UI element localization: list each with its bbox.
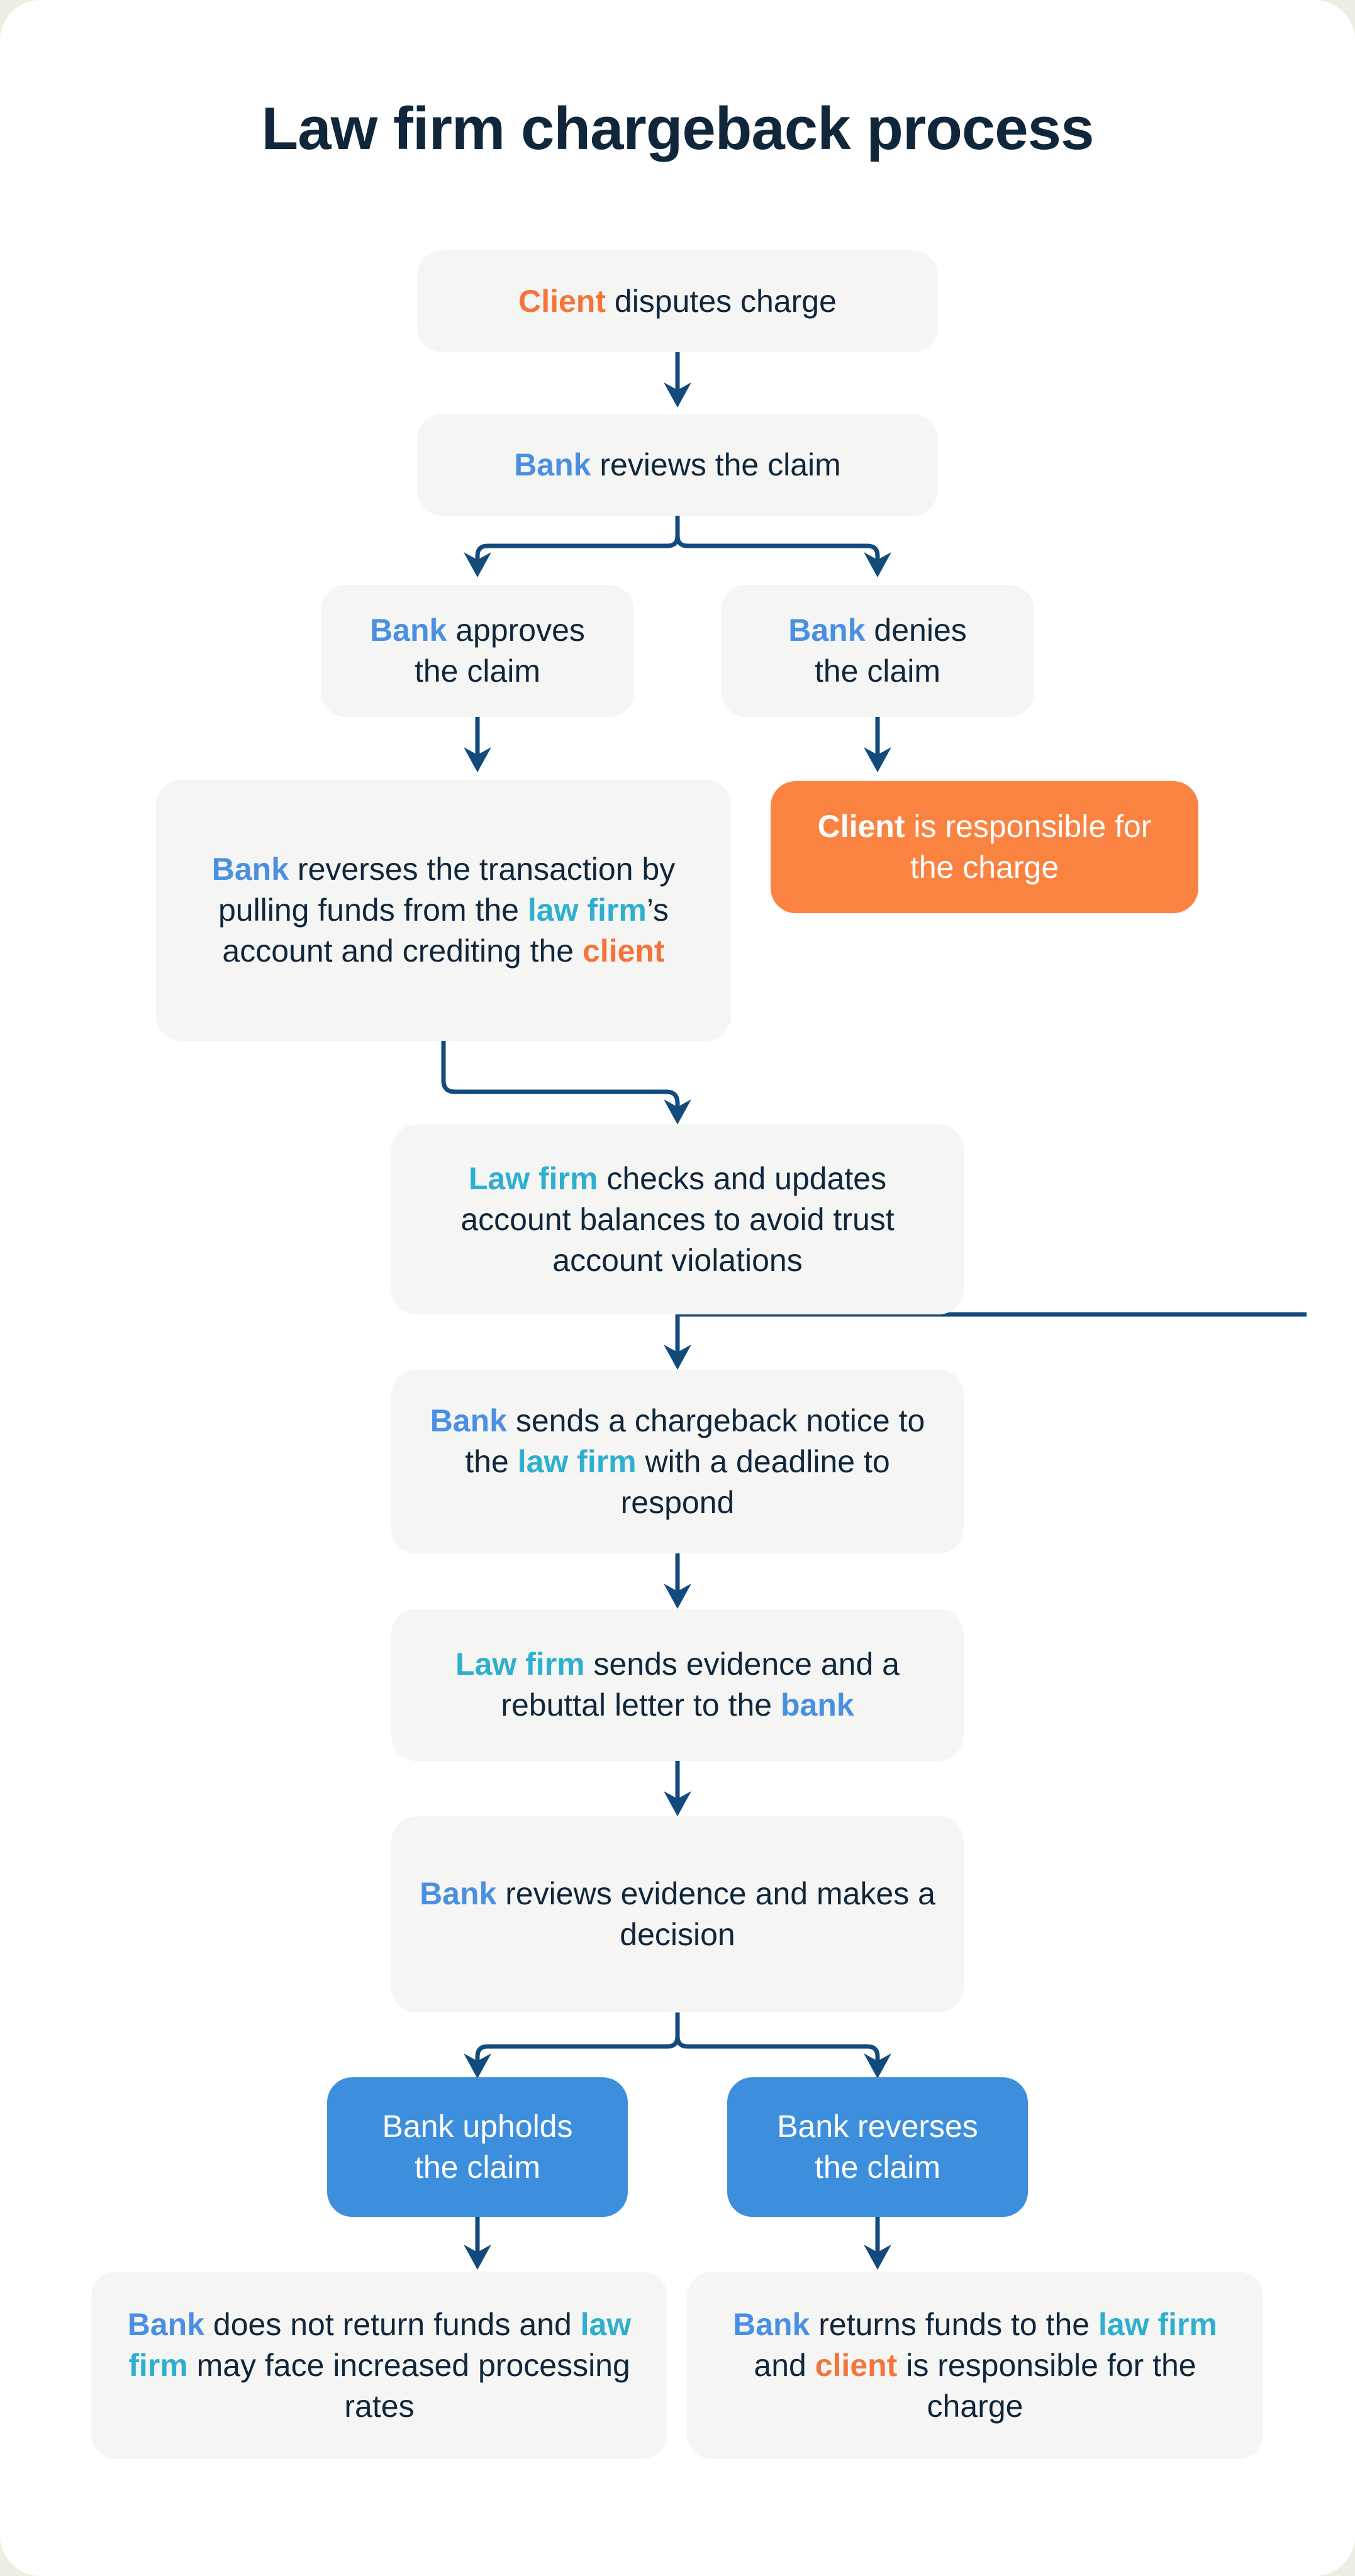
node-client-responsible-charge[interactable]: Client is responsible for the charge xyxy=(771,781,1198,913)
node-bank-sends-chargeback-notice[interactable]: Bank sends a chargeback notice to the la… xyxy=(391,1370,964,1553)
token-rest: reviews the claim xyxy=(591,447,841,482)
token-rest-3: is responsible for the charge xyxy=(897,2347,1196,2424)
token-bank: Bank xyxy=(514,447,591,482)
token-line1: Bank reverses xyxy=(777,2109,978,2144)
node-text: Bank reviews the claim xyxy=(438,445,917,486)
token-law-firm: law firm xyxy=(1098,2306,1217,2342)
token-rest-2: and xyxy=(754,2347,815,2383)
page-title: Law firm chargeback process xyxy=(261,95,1095,162)
node-text: Bank reverses the claim xyxy=(749,2106,1006,2188)
token-law-firm: law firm xyxy=(527,892,647,928)
token-rest-2: may face increased processing rates xyxy=(187,2347,630,2424)
token-line2: the claim xyxy=(814,2150,941,2185)
node-bank-upholds-claim[interactable]: Bank upholds the claim xyxy=(327,2077,628,2217)
token-client: Client xyxy=(518,283,606,319)
token-line2: the claim xyxy=(814,653,941,689)
token-bank: Bank xyxy=(370,613,447,648)
node-bank-reverses-claim[interactable]: Bank reverses the claim xyxy=(727,2077,1028,2217)
node-client-disputes-charge[interactable]: Client disputes charge xyxy=(417,250,938,352)
node-text: Bank returns funds to the law firm and c… xyxy=(712,2304,1238,2427)
edge-n12-n14 xyxy=(864,2217,891,2270)
token-rest: is responsible for the charge xyxy=(905,809,1152,885)
token-rest-1: reverses the transaction by pulling fund… xyxy=(218,852,676,928)
token-law-firm: Law firm xyxy=(468,1160,598,1196)
token-rest-1: sends evidence and a rebuttal letter to … xyxy=(501,1646,900,1723)
token-line2: the claim xyxy=(414,2150,541,2185)
node-text: Bank upholds the claim xyxy=(349,2106,606,2188)
node-text: Bank denies the claim xyxy=(742,610,1013,692)
node-text: Client disputes charge xyxy=(438,281,917,322)
token-rest-1: does not return funds and xyxy=(204,2306,581,2342)
token-line2: the claim xyxy=(414,653,541,689)
token-bank: Bank xyxy=(733,2306,810,2342)
token-bank: Bank xyxy=(420,1876,497,1911)
edge-n10-split xyxy=(464,2012,891,2079)
node-bank-reviews-claim[interactable]: Bank reviews the claim xyxy=(417,414,938,516)
token-client: Client xyxy=(817,809,905,844)
edge-n11-n13 xyxy=(464,2217,491,2270)
token-rest-1: sends a chargeback notice to the xyxy=(465,1402,925,1479)
token-client: client xyxy=(815,2347,898,2383)
token-bank: Bank xyxy=(430,1402,507,1438)
node-bank-no-return-funds[interactable]: Bank does not return funds and law firm … xyxy=(91,2272,667,2459)
node-bank-denies-claim[interactable]: Bank denies the claim xyxy=(721,585,1034,717)
token-client: client xyxy=(583,933,665,969)
token-rest: checks and updates account balances to a… xyxy=(460,1160,895,1278)
token-rest-2: ’s account and crediting the xyxy=(222,892,669,969)
token-bank: Bank xyxy=(127,2306,205,2342)
node-text: Client is responsible for the charge xyxy=(792,806,1177,888)
token-bank: Bank xyxy=(211,852,289,887)
token-rest-2: with a deadline to respond xyxy=(620,1443,890,1520)
node-text: Bank does not return funds and law firm … xyxy=(116,2304,642,2427)
token-line1: Bank upholds xyxy=(382,2109,573,2144)
token-bank: Bank xyxy=(788,613,866,648)
node-text: Bank approves the claim xyxy=(342,610,613,692)
token-rest: disputes charge xyxy=(606,283,837,319)
node-text: Law firm sends evidence and a rebuttal l… xyxy=(416,1644,939,1726)
token-law-firm: law firm xyxy=(128,2306,632,2383)
token-bank: bank xyxy=(781,1687,854,1723)
node-text: Bank sends a chargeback notice to the la… xyxy=(419,1401,936,1523)
token-law-firm: law firm xyxy=(517,1443,637,1479)
edge-n9-n10 xyxy=(664,1761,691,1816)
edge-n5-n7 xyxy=(441,1041,691,1124)
node-bank-approves-claim[interactable]: Bank approves the claim xyxy=(321,585,634,717)
token-law-firm: Law firm xyxy=(455,1646,585,1682)
node-text: Bank reviews evidence and makes a decisi… xyxy=(419,1874,936,1955)
node-text: Bank reverses the transaction by pulling… xyxy=(184,849,703,972)
node-law-firm-sends-evidence[interactable]: Law firm sends evidence and a rebuttal l… xyxy=(391,1609,964,1761)
token-rest: approves xyxy=(447,613,585,648)
edge-n7-n8 xyxy=(664,1312,1307,1370)
node-bank-returns-funds[interactable]: Bank returns funds to the law firm and c… xyxy=(687,2272,1263,2459)
node-law-firm-checks-balances[interactable]: Law firm checks and updates account bala… xyxy=(391,1124,964,1314)
node-text: Law firm checks and updates account bala… xyxy=(419,1158,936,1281)
edge-n2-split xyxy=(464,516,891,577)
node-bank-reviews-evidence[interactable]: Bank reviews evidence and makes a decisi… xyxy=(391,1816,964,2012)
node-bank-reverses-transaction[interactable]: Bank reverses the transaction by pulling… xyxy=(156,780,731,1041)
edge-n8-n9 xyxy=(664,1553,691,1609)
token-rest: denies xyxy=(865,613,967,648)
token-rest: reviews evidence and makes a decision xyxy=(496,1876,935,1952)
edge-n4-n6 xyxy=(864,717,891,772)
edge-n3-n5 xyxy=(464,717,491,772)
edge-n1-n2 xyxy=(664,352,691,408)
token-rest-1: returns funds to the xyxy=(810,2306,1098,2342)
